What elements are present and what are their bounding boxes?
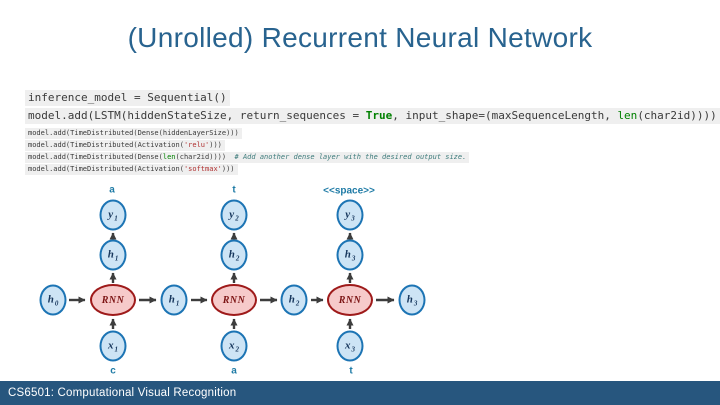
code-token: inference_model = Sequential() xyxy=(28,91,227,104)
code-token: ))) xyxy=(221,165,235,173)
code-token-keyword: True xyxy=(365,109,393,122)
node-label-sub: 3 xyxy=(351,345,356,353)
code-token-comment: # Add another dense layer with the desir… xyxy=(234,153,467,161)
node-label-base: x xyxy=(345,339,351,351)
node-h1: h1 xyxy=(160,284,188,316)
node-label: y2 xyxy=(229,208,238,222)
node-h2: h2 xyxy=(280,284,308,316)
node-label: h1 xyxy=(108,248,119,262)
rnn-cell-2: RNN xyxy=(211,284,257,316)
node-label-sub: 3 xyxy=(351,214,355,222)
code-token: , input_shape=(maxSequenceLength, xyxy=(392,109,618,122)
label-output-char-1: a xyxy=(109,184,115,196)
node-label: h2 xyxy=(229,248,240,262)
code-line-2: model.add(LSTM(hiddenStateSize, return_s… xyxy=(25,108,720,124)
code-token: ))) xyxy=(209,141,222,149)
course-label: CS6501: Computational Visual Recognition xyxy=(8,387,237,399)
node-label-base: h xyxy=(47,293,54,305)
page-title: (Unrolled) Recurrent Neural Network xyxy=(127,22,593,53)
node-x2: x2 xyxy=(220,330,248,362)
code-group-small: model.add(TimeDistributed(Dense(hiddenLa… xyxy=(25,128,720,175)
node-label: x2 xyxy=(229,339,239,353)
node-label-sub: 0 xyxy=(54,299,59,307)
node-hidden-3: h3 xyxy=(336,239,364,271)
node-label-sub: 2 xyxy=(235,345,240,353)
label-input-char-1: c xyxy=(110,365,116,377)
node-label-sub: 3 xyxy=(351,254,356,262)
node-label-sub: 1 xyxy=(175,299,180,307)
node-label: y1 xyxy=(108,208,117,222)
code-token: (char2id)))) xyxy=(637,109,717,122)
rnn-cell-3: RNN xyxy=(327,284,373,316)
node-h0: h0 xyxy=(39,284,67,316)
node-hidden-2: h2 xyxy=(220,239,248,271)
node-y3: y3 xyxy=(336,199,364,231)
node-label-sub: 1 xyxy=(114,345,119,353)
node-label: h3 xyxy=(407,293,418,307)
footer-bar: CS6501: Computational Visual Recognition xyxy=(0,381,720,405)
node-label-base: h xyxy=(228,248,235,260)
node-label-base: x xyxy=(108,339,114,351)
node-label-base: h xyxy=(168,293,175,305)
node-y1: y1 xyxy=(99,199,127,231)
node-label: h1 xyxy=(169,293,180,307)
node-label-sub: 3 xyxy=(413,299,418,307)
code-token: model.add(TimeDistributed(Dense( xyxy=(28,153,163,161)
node-label: x3 xyxy=(345,339,355,353)
node-label-base: x xyxy=(229,339,235,351)
node-label-sub: 2 xyxy=(235,214,239,222)
node-label-base: y xyxy=(229,208,235,220)
node-label: RNN xyxy=(101,294,125,306)
node-x1: x1 xyxy=(99,330,127,362)
code-token: model.add(LSTM(hiddenStateSize, return_s… xyxy=(28,109,366,122)
code-token-string: 'softmax' xyxy=(183,165,222,173)
code-line-1: inference_model = Sequential() xyxy=(25,90,230,106)
label-output-char-2: t xyxy=(232,184,236,196)
code-token: model.add(TimeDistributed(Dense(hiddenLa… xyxy=(28,129,239,137)
code-line-3: model.add(TimeDistributed(Dense(hiddenLa… xyxy=(25,128,242,139)
code-token: (char2id)))) xyxy=(175,153,235,161)
node-label: RNN xyxy=(338,294,362,306)
rnn-cell-1: RNN xyxy=(90,284,136,316)
code-line-4: model.add(TimeDistributed(Activation('re… xyxy=(25,140,225,151)
node-label-sub: 1 xyxy=(114,254,119,262)
node-label-base: y xyxy=(108,208,114,220)
node-x3: x3 xyxy=(336,330,364,362)
code-line-6: model.add(TimeDistributed(Activation('so… xyxy=(25,164,238,175)
label-input-char-3: t xyxy=(349,365,353,377)
node-h3: h3 xyxy=(398,284,426,316)
code-token: model.add(TimeDistributed(Activation( xyxy=(28,141,184,149)
node-label-sub: 2 xyxy=(235,254,240,262)
node-label-base: h xyxy=(344,248,351,260)
node-label: h2 xyxy=(289,293,300,307)
label-output-char-3: <<space>> xyxy=(323,185,375,197)
code-token: model.add(TimeDistributed(Activation( xyxy=(28,165,184,173)
node-label: y3 xyxy=(345,208,354,222)
code-token-builtin: len xyxy=(162,153,176,161)
node-hidden-1: h1 xyxy=(99,239,127,271)
node-label: h0 xyxy=(48,293,59,307)
node-label-base: h xyxy=(288,293,295,305)
label-input-char-2: a xyxy=(231,365,237,377)
code-token-builtin: len xyxy=(617,109,638,122)
node-label: h3 xyxy=(345,248,356,262)
code-block: inference_model = Sequential() model.add… xyxy=(25,90,720,176)
node-label-base: y xyxy=(345,208,351,220)
node-y2: y2 xyxy=(220,199,248,231)
node-label: RNN xyxy=(222,294,246,306)
node-label-sub: 2 xyxy=(295,299,300,307)
code-token-string: 'relu' xyxy=(183,141,210,149)
node-label-base: h xyxy=(406,293,413,305)
code-group-large: inference_model = Sequential() model.add… xyxy=(25,90,720,124)
node-label-base: h xyxy=(107,248,114,260)
node-label-sub: 1 xyxy=(114,214,118,222)
node-label: x1 xyxy=(108,339,118,353)
code-line-5: model.add(TimeDistributed(Dense(len(char… xyxy=(25,152,470,163)
